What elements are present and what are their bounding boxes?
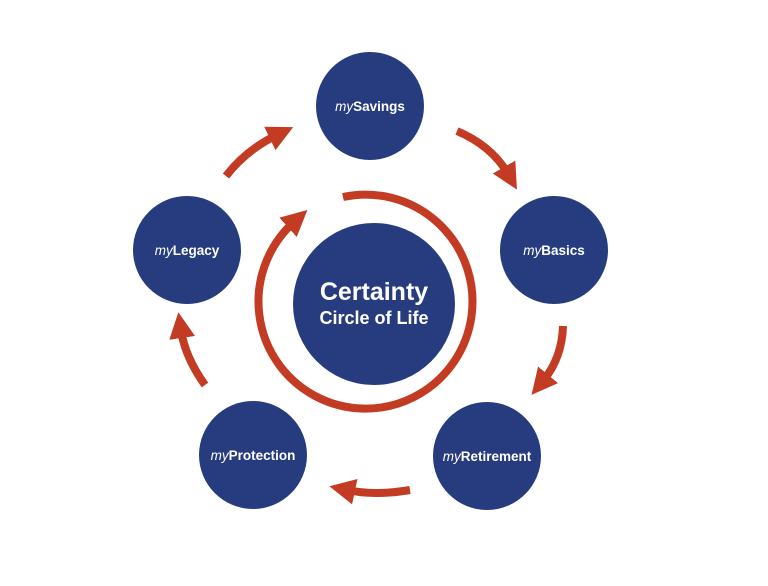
arrow-legacy-to-savings xyxy=(222,126,294,179)
node-savings-label: mySavings xyxy=(335,98,405,114)
center-title: Certainty xyxy=(319,278,429,306)
node-retirement-label: myRetirement xyxy=(442,448,532,464)
center-subtitle: Circle of Life xyxy=(319,308,429,328)
arrow-basics-to-retirement xyxy=(531,325,567,395)
node-legacy-label: myLegacy xyxy=(154,242,220,258)
inner-cycle-ring-arrow xyxy=(254,190,477,413)
arrow-protection-to-legacy xyxy=(169,312,209,388)
node-savings: mySavings xyxy=(316,52,424,160)
node-protection: myProtection xyxy=(199,401,307,509)
arrow-retirement-to-protection xyxy=(329,478,411,505)
node-protection-label: myProtection xyxy=(210,447,296,463)
node-legacy: myLegacy xyxy=(133,196,241,304)
node-retirement: myRetirement xyxy=(433,402,541,510)
arrow-savings-to-basics xyxy=(455,127,517,190)
node-basics: myBasics xyxy=(500,196,608,304)
node-basics-label: myBasics xyxy=(523,242,585,258)
center-circle: Certainty Circle of Life xyxy=(293,223,455,385)
